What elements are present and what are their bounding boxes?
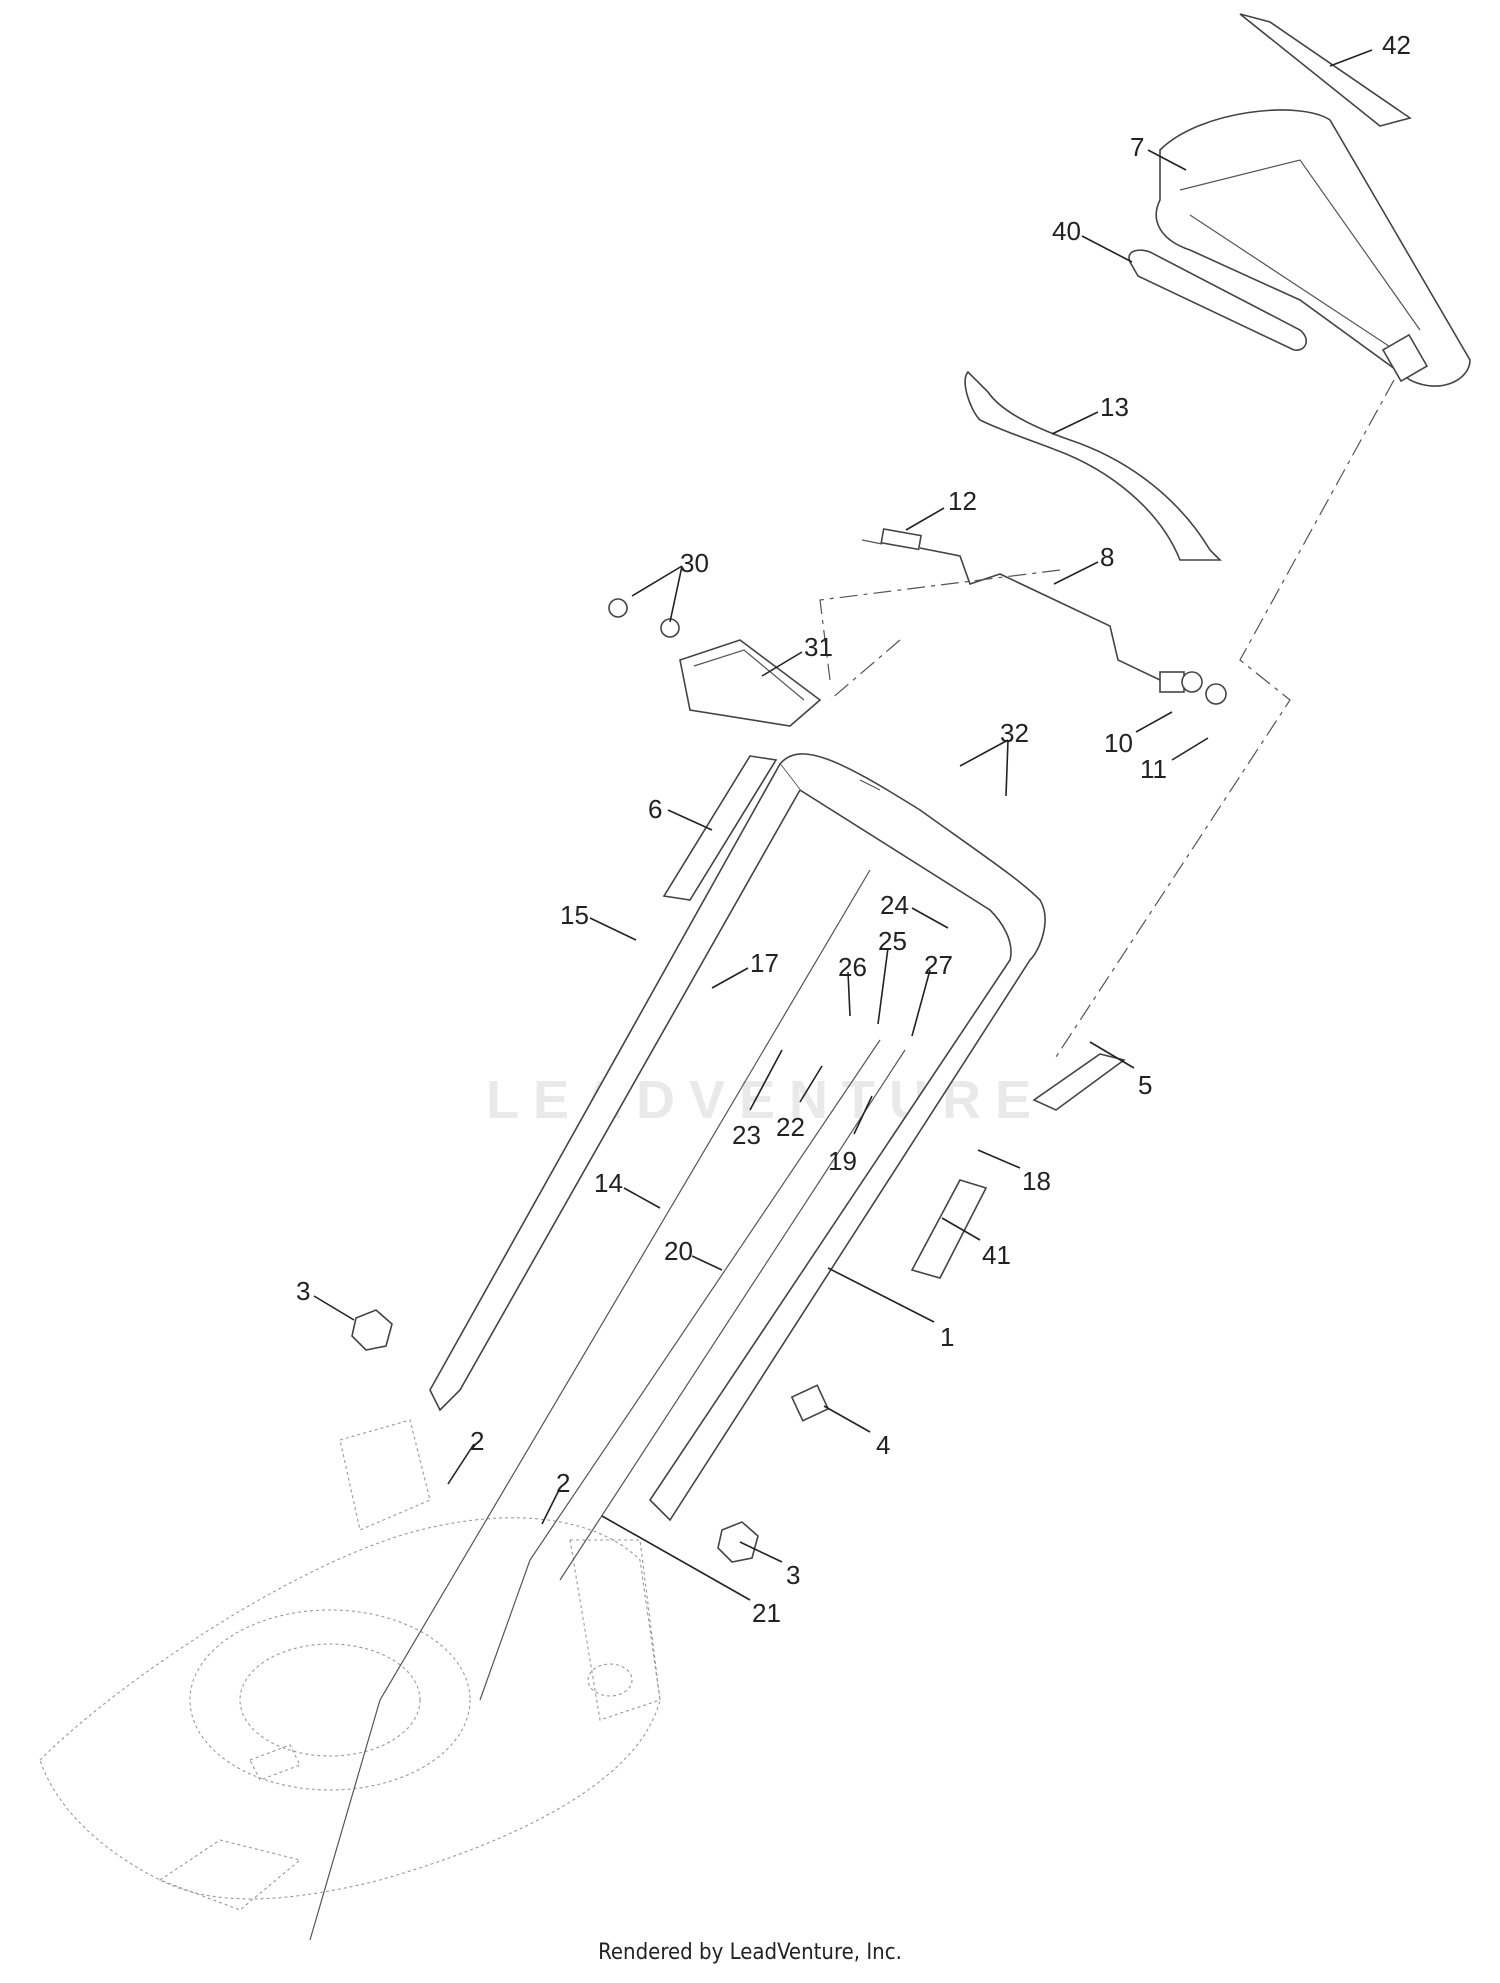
spring-rod-8 <box>861 528 1227 705</box>
callout-22: 22 <box>776 1112 805 1142</box>
leader-8 <box>1053 561 1099 585</box>
callout-2a: 2 <box>470 1426 484 1456</box>
callout-5: 5 <box>1138 1070 1152 1100</box>
callout-2b: 2 <box>556 1468 570 1498</box>
callout-3b: 3 <box>786 1560 800 1590</box>
leader-21 <box>601 1515 751 1601</box>
leader-23 <box>749 1049 783 1111</box>
callout-6: 6 <box>648 794 662 824</box>
bracket-31 <box>608 598 822 727</box>
leader-3a <box>313 1295 355 1321</box>
leader-42 <box>1329 49 1373 67</box>
decal-42 <box>1239 13 1412 127</box>
callout-19: 19 <box>828 1146 857 1176</box>
leader-5 <box>1089 1041 1135 1069</box>
callout-17: 17 <box>750 948 779 978</box>
leader-4 <box>823 1405 871 1433</box>
callout-25: 25 <box>878 926 907 956</box>
callout-18: 18 <box>1022 1166 1051 1196</box>
callout-40: 40 <box>1052 216 1081 246</box>
callout-21: 21 <box>752 1598 781 1628</box>
callout-32: 32 <box>1000 718 1029 748</box>
leader-22 <box>799 1065 823 1103</box>
render-credit: Rendered by LeadVenture, Inc. <box>598 1940 902 1965</box>
leader-32 <box>959 739 1009 767</box>
callout-20: 20 <box>664 1236 693 1266</box>
grip-40 <box>1128 249 1308 351</box>
callout-27: 27 <box>924 950 953 980</box>
leader-30 <box>631 565 683 597</box>
callout-26: 26 <box>838 952 867 982</box>
leader-6 <box>667 809 713 831</box>
main-handle-1 <box>429 753 1046 1522</box>
leader-31 <box>761 651 803 677</box>
leader-41 <box>941 1217 981 1241</box>
leader-15 <box>589 917 637 941</box>
upper-handle <box>1155 109 1471 387</box>
callout-8: 8 <box>1100 542 1114 572</box>
leader-10 <box>1135 711 1173 733</box>
assembly-lines <box>819 379 1395 1061</box>
callout-7: 7 <box>1130 132 1144 162</box>
leader-11 <box>1171 737 1209 761</box>
leader-19 <box>853 1095 873 1135</box>
leader-12 <box>905 507 945 531</box>
spacer-4 <box>790 1384 830 1422</box>
leader-32b <box>1005 739 1009 797</box>
mower-deck <box>39 1419 661 1911</box>
callout-15: 15 <box>560 900 589 930</box>
callout-12: 12 <box>948 486 977 516</box>
watermark: LEADVENTURE <box>486 1070 1045 1130</box>
callout-14: 14 <box>594 1168 623 1198</box>
callout-3a: 3 <box>296 1276 310 1306</box>
decal-41 <box>910 1179 988 1279</box>
leader-26 <box>847 971 851 1017</box>
leader-27 <box>911 969 931 1037</box>
leader-3b <box>739 1541 783 1563</box>
callout-1: 1 <box>940 1322 954 1352</box>
leader-2b <box>541 1487 561 1525</box>
leader-20 <box>691 1255 723 1271</box>
channel-5 <box>1032 1053 1126 1111</box>
leader-13 <box>1051 411 1099 435</box>
callout-42: 42 <box>1382 30 1411 60</box>
callout-11: 11 <box>1140 754 1167 784</box>
callout-30: 30 <box>680 548 709 578</box>
callout-23: 23 <box>732 1120 761 1150</box>
leader-18 <box>977 1149 1021 1169</box>
callout-13: 13 <box>1100 392 1129 422</box>
knob-3a <box>351 1309 393 1351</box>
callout-41: 41 <box>982 1240 1011 1270</box>
callout-10: 10 <box>1104 728 1133 758</box>
leader-2a <box>447 1443 475 1485</box>
bail-13 <box>964 370 1222 561</box>
channel-6 <box>662 755 778 901</box>
leader-24 <box>911 907 949 929</box>
callout-31: 31 <box>804 632 833 662</box>
leader-17 <box>711 967 749 989</box>
callout-24: 24 <box>880 890 909 920</box>
leader-40 <box>1081 235 1133 263</box>
knob-3b <box>717 1521 759 1563</box>
leader-7 <box>1147 149 1187 171</box>
leader-1 <box>827 1267 935 1323</box>
callout-4: 4 <box>876 1430 890 1460</box>
leader-30b <box>669 565 683 623</box>
leader-14 <box>623 1187 661 1209</box>
leader-25 <box>877 947 889 1025</box>
cables <box>309 869 906 1941</box>
